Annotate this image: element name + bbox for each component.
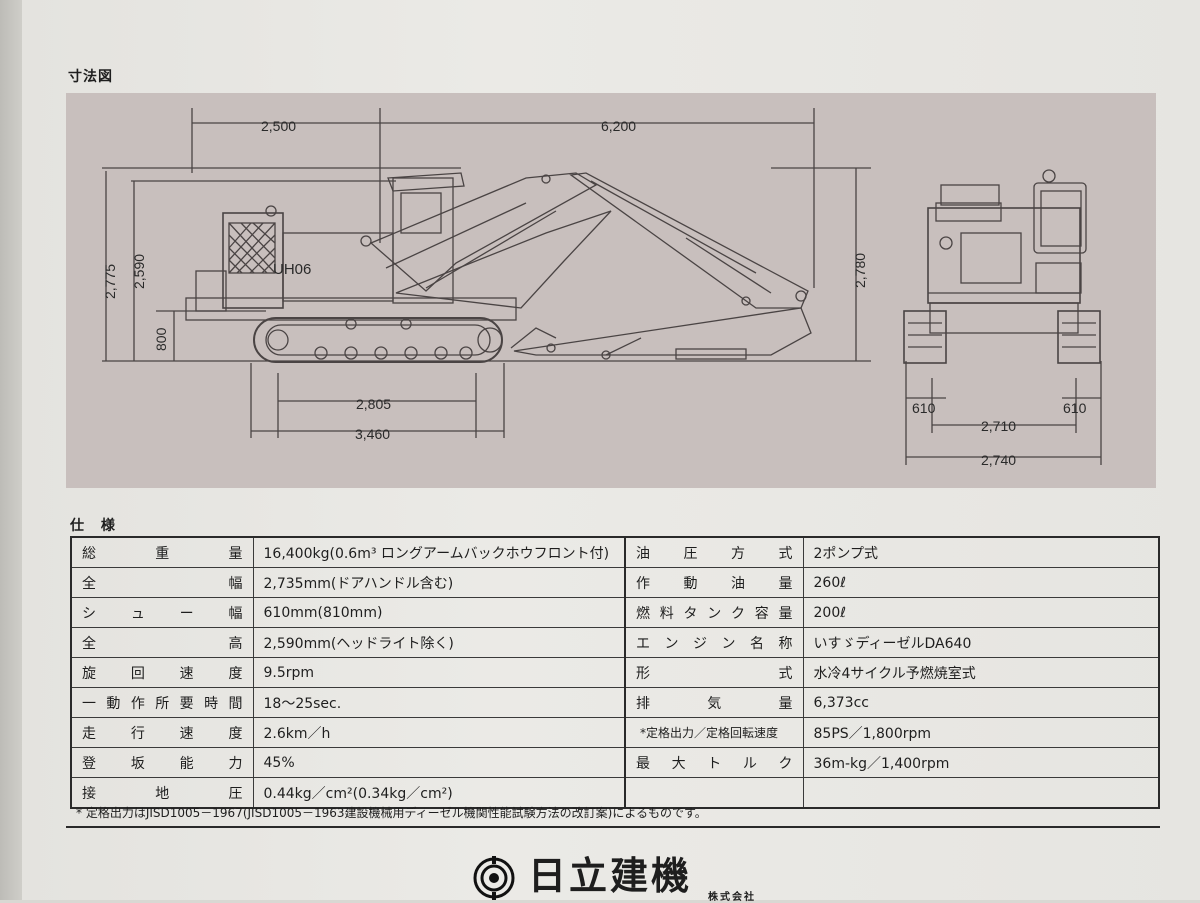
spec-label: 旋回速度 [70,657,254,688]
excavator-drawing: UH06 2,500 6,200 2,775 2,590 800 2,780 2… [102,108,1102,468]
spec-value: 2.6km／h [252,717,626,748]
spec-label: 走行速度 [70,717,254,748]
spec-value: 0.44kg／cm²(0.34kg／cm²) [252,777,626,809]
dim-3460: 3,460 [355,426,390,442]
spec-label: 油圧方式 [624,536,804,568]
spec-label: 最大トルク [624,747,804,778]
spec-label: 全高 [70,627,254,658]
dim-6200: 6,200 [601,118,636,134]
brand-logo: 日立建機 株式会社 [472,852,802,903]
spec-label: 作動油量 [624,567,804,598]
spec-value: 200ℓ [802,597,1160,628]
spec-value: 610mm(810mm) [252,597,626,628]
spec-value: いすゞディーゼルDA640 [802,627,1160,658]
spec-value: 16,400kg(0.6m³ ロングアームバックホウフロント付) [252,536,626,568]
spec-value [802,777,1160,809]
brand-suffix: 株式会社 [708,892,756,903]
dim-2590: 2,590 [131,254,147,289]
spec-value: 9.5rpm [252,657,626,688]
dim-800: 800 [153,327,169,351]
spec-value: 2ポンプ式 [802,536,1160,568]
spec-value: 水冷4サイクル予燃焼室式 [802,657,1160,688]
spec-label [624,777,804,809]
spec-label: 一動作所要時間 [70,687,254,718]
dim-2710: 2,710 [981,418,1016,434]
spec-heading: 仕 様 [70,518,121,534]
spec-label: 形式 [624,657,804,688]
divider [66,826,1160,828]
dim-shoe-right: 610 [1063,400,1087,416]
spec-label: シュー幅 [70,597,254,628]
dim-shoe-left: 610 [912,400,936,416]
spec-value: 6,373cc [802,687,1160,718]
spec-label: 燃料タンク容量 [624,597,804,628]
dimension-drawing: UH06 2,500 6,200 2,775 2,590 800 2,780 2… [66,93,1156,488]
dim-2805: 2,805 [356,396,391,412]
dim-2780: 2,780 [852,253,868,288]
dim-2775: 2,775 [102,264,118,299]
spec-label: 総重量 [70,536,254,568]
spec-value: 2,735mm(ドアハンドル含む) [252,567,626,598]
spec-label: 全幅 [70,567,254,598]
footnote: * 定格出力はJISD1005－1967(JISD1005－1963建設機械用デ… [76,806,707,820]
dim-2740: 2,740 [981,452,1016,468]
spec-value: 85PS／1,800rpm [802,717,1160,748]
binding-edge [0,0,22,900]
spec-label: 登坂能力 [70,747,254,778]
model-plate: UH06 [273,261,311,278]
brand-name: 日立建機 [528,854,693,898]
figure-heading: 寸法図 [68,69,113,85]
spec-label: エンジン名称 [624,627,804,658]
spec-value: 36m-kg／1,400rpm [802,747,1160,778]
dim-2500: 2,500 [261,118,296,134]
hitachi-emblem-icon [473,856,515,900]
spec-value: 45% [252,747,626,778]
spec-value: 18～25sec. [252,687,626,718]
spec-value: 260ℓ [802,567,1160,598]
spec-label: 接地圧 [70,777,254,809]
spec-value: 2,590mm(ヘッドライト除く) [252,627,626,658]
spec-label: *定格出力／定格回転速度 [624,717,804,748]
spec-label: 排気量 [624,687,804,718]
